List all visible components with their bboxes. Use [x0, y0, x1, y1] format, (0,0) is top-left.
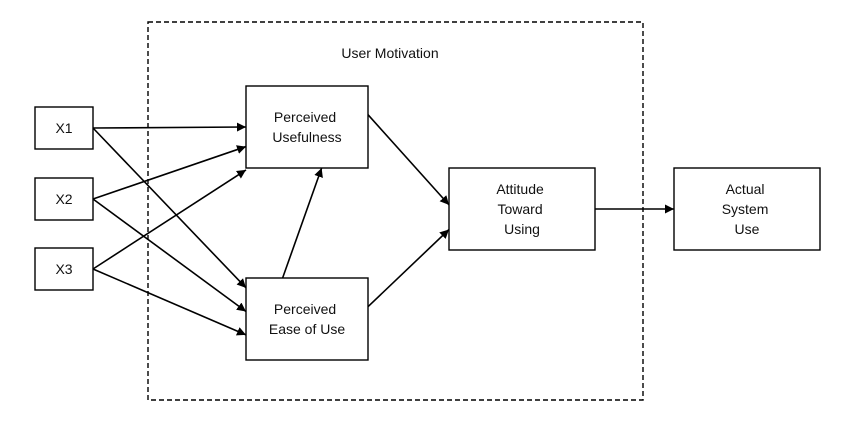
arrow-perceived-ease-of-use-to-attitude-toward-using [367, 228, 450, 308]
edges-layer [92, 114, 674, 336]
node-perceived-usefulness: Perceived Usefulness [245, 85, 369, 169]
arrow-x1-to-perceived-usefulness [92, 122, 247, 132]
arrow-x3-to-perceived-ease-of-use [92, 268, 247, 336]
actual-system-use-line-3: Use [735, 221, 760, 237]
node-attitude-toward-using: Attitude Toward Using [448, 167, 596, 251]
svg-text:Perceived Ease of Use: Perceived Ease of Use [269, 301, 345, 337]
svg-text:X1: X1 [55, 120, 72, 136]
svg-text:X2: X2 [55, 191, 72, 207]
arrow-x3-to-perceived-usefulness [92, 169, 247, 270]
perceived-ease-of-use-line-1: Perceived [274, 301, 336, 317]
node-x1-line-1: X1 [55, 120, 72, 136]
svg-text:X3: X3 [55, 261, 72, 277]
user-motivation-boundary [147, 21, 644, 401]
arrow-x2-to-perceived-ease-of-use [92, 198, 247, 313]
node-x3: X3 [34, 247, 94, 291]
node-perceived-ease-of-use: Perceived Ease of Use [245, 277, 369, 361]
attitude-toward-using-line-3: Using [504, 221, 540, 237]
perceived-usefulness-line-1: Perceived [274, 109, 336, 125]
node-x2: X2 [34, 177, 94, 221]
user-motivation-label: User Motivation [341, 45, 438, 61]
svg-text:Attitude Toward Us: Attitude Toward Using [496, 181, 547, 237]
arrow-x2-to-perceived-usefulness [92, 145, 247, 200]
svg-text:Perceived Usefulness: Perceived Usefulness [272, 109, 341, 145]
perceived-ease-of-use-line-2: Ease of Use [269, 321, 345, 337]
actual-system-use-line-2: System [722, 201, 769, 217]
node-x3-line-1: X3 [55, 261, 72, 277]
node-x2-line-1: X2 [55, 191, 72, 207]
arrow-perceived-ease-of-use-to-perceived-usefulness [281, 167, 323, 279]
node-x1: X1 [34, 106, 94, 150]
node-actual-system-use: Actual System Use [673, 167, 821, 251]
svg-text:Actual System Use: Actual System Use [722, 181, 773, 237]
attitude-toward-using-line-2: Toward [497, 201, 542, 217]
actual-system-use-line-1: Actual [726, 181, 765, 197]
arrow-x1-to-perceived-ease-of-use [92, 127, 247, 289]
perceived-usefulness-line-2: Usefulness [272, 129, 341, 145]
attitude-toward-using-line-1: Attitude [496, 181, 544, 197]
arrow-perceived-usefulness-to-attitude-toward-using [367, 114, 450, 206]
